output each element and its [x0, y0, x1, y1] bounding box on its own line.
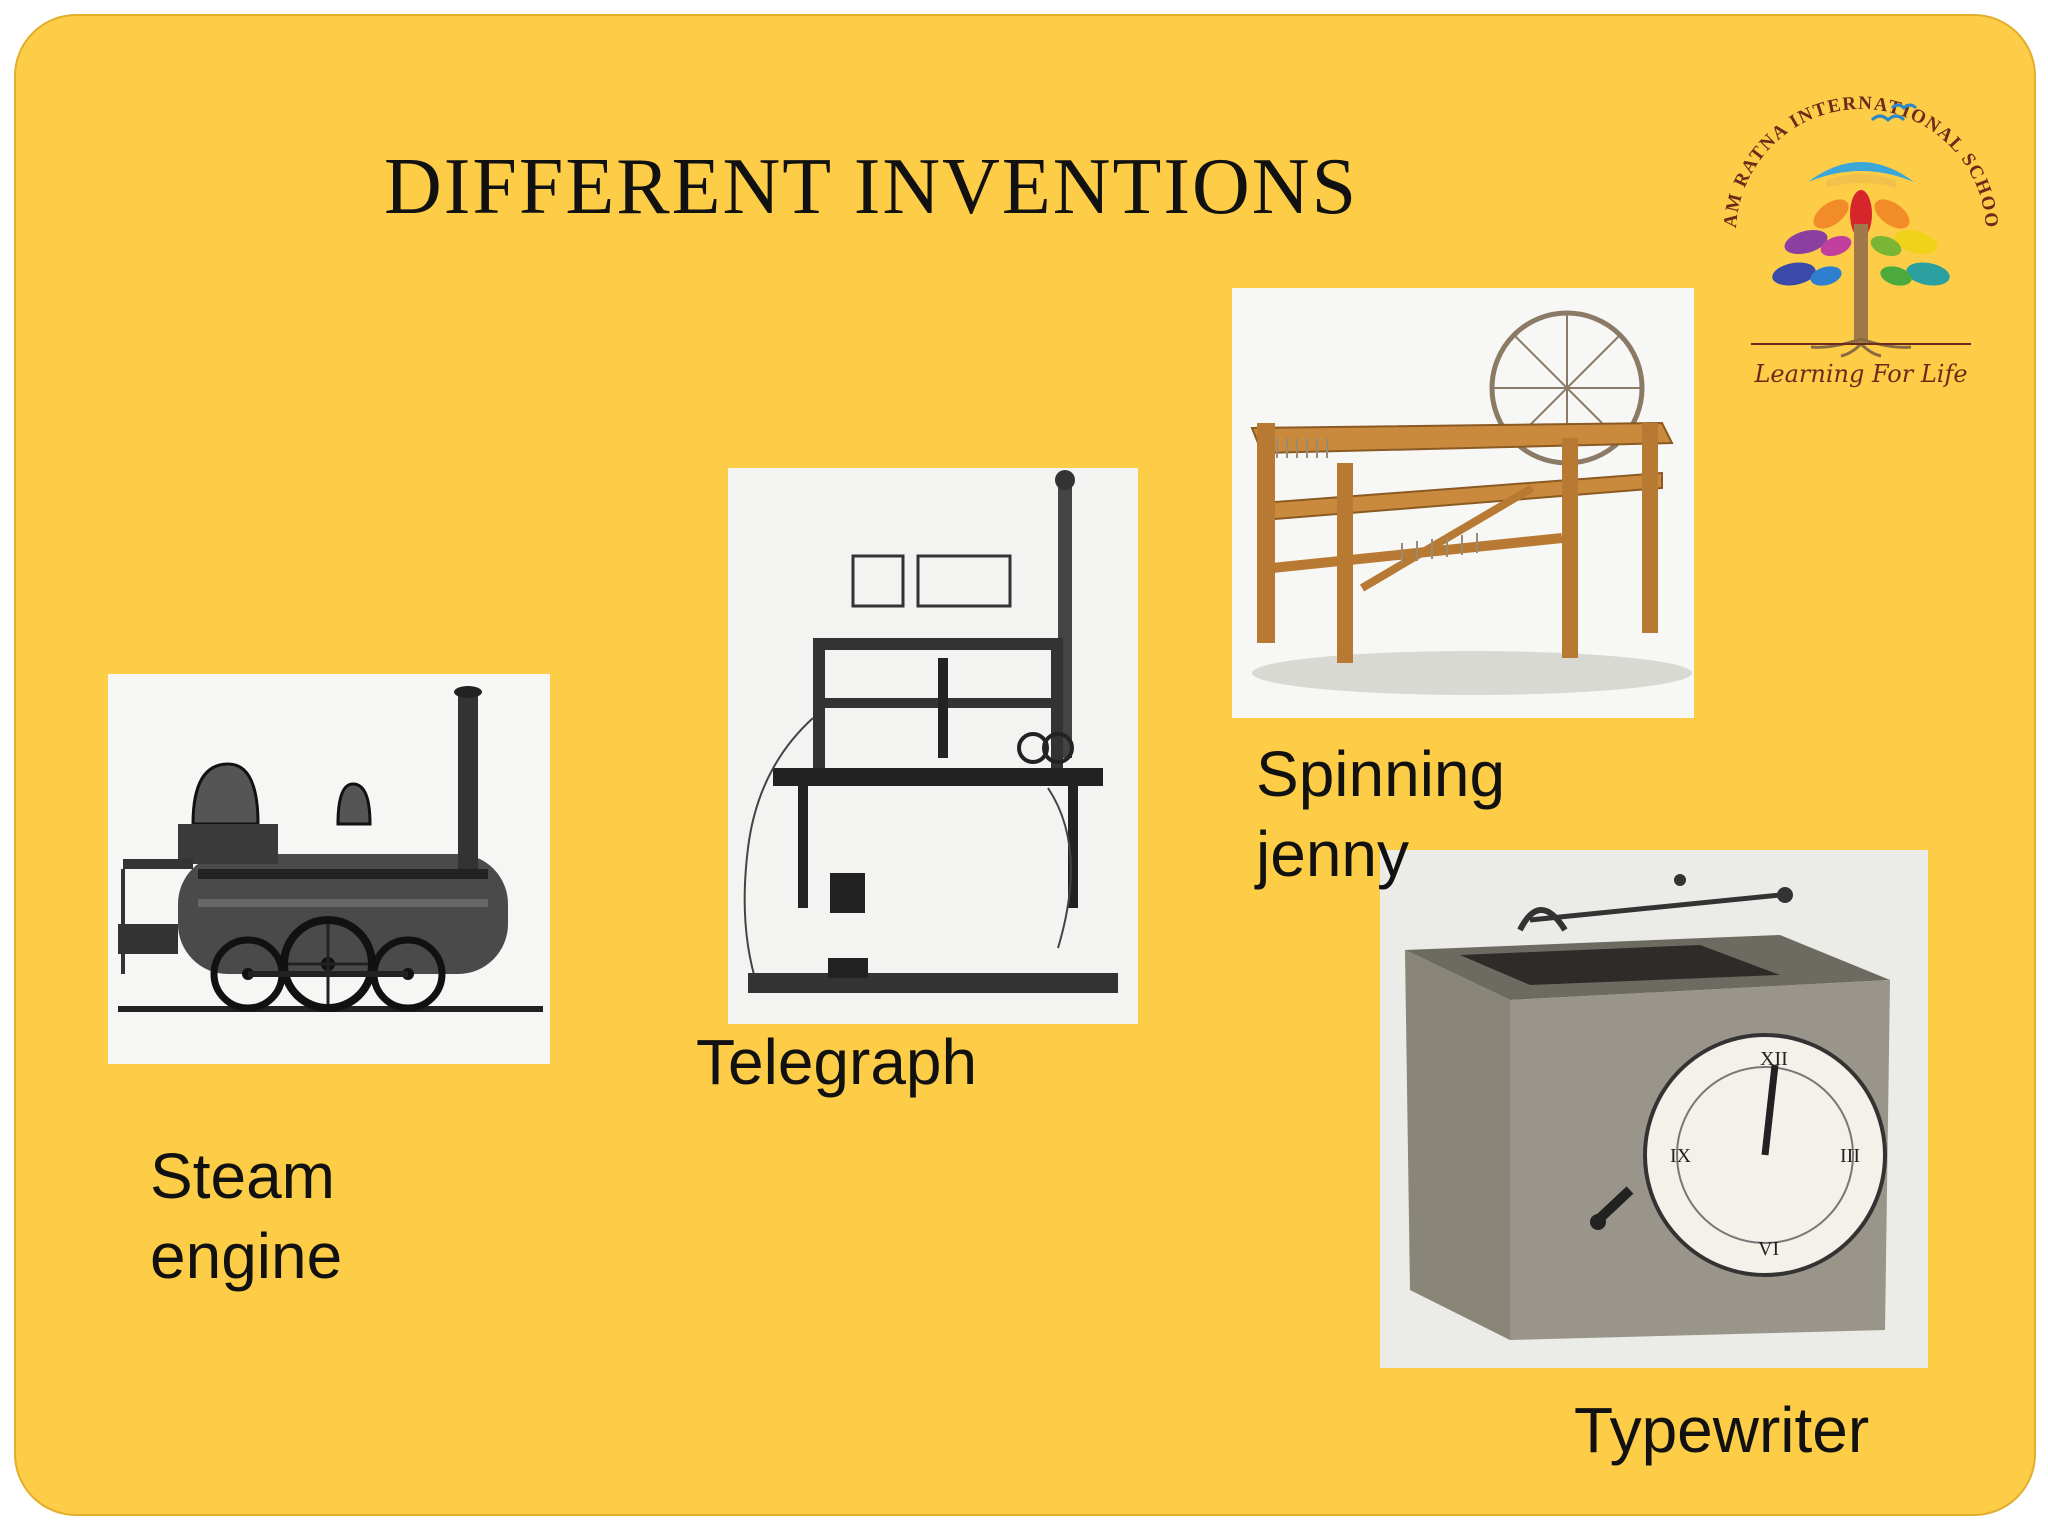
caption-line: Spinning — [1256, 738, 1506, 810]
caption-line: Steam — [150, 1140, 335, 1212]
caption-line: jenny — [1256, 818, 1409, 890]
steam-locomotive-image — [108, 674, 550, 1064]
caption-line: Telegraph — [696, 1026, 978, 1098]
typewriter-box-photo-icon: XII III VI IX — [1380, 850, 1928, 1368]
logo-tagline: Learning For Life — [1753, 360, 1967, 388]
typewriter-image: XII III VI IX — [1380, 850, 1928, 1368]
caption-line: engine — [150, 1220, 343, 1292]
caption-telegraph: Telegraph — [696, 1022, 977, 1102]
telegraph-image — [728, 468, 1138, 1024]
svg-text:XII: XII — [1760, 1048, 1788, 1070]
telegraph-apparatus-engraving-icon — [728, 468, 1138, 1024]
spinning-jenny-illustration-icon — [1232, 288, 1694, 718]
svg-text:III: III — [1840, 1145, 1860, 1167]
caption-steam-engine: Steam engine — [150, 1136, 342, 1296]
slide: DIFFERENT INVENTIONS RAM RATNA INTERNATI… — [14, 14, 2036, 1516]
steam-locomotive-engraving-icon — [108, 674, 550, 1064]
svg-text:VI: VI — [1758, 1238, 1779, 1260]
slide-title: DIFFERENT INVENTIONS — [384, 143, 1359, 231]
spinning-jenny-image — [1232, 288, 1694, 718]
caption-spinning-jenny: Spinning jenny — [1256, 734, 1505, 894]
svg-text:IX: IX — [1670, 1145, 1692, 1167]
caption-line: Typewriter — [1574, 1394, 1870, 1466]
caption-typewriter: Typewriter — [1574, 1390, 1869, 1470]
